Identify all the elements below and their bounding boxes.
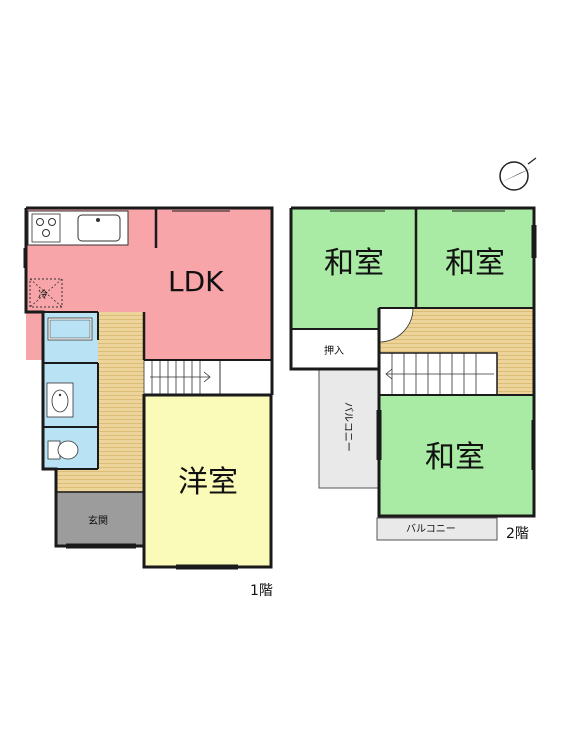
balcony-bottom-label: バルコニー (406, 523, 456, 535)
youshitsu-label: 洋室 (178, 465, 238, 500)
youshitsu-room (145, 395, 271, 567)
windows-1f (23, 206, 273, 570)
balcony-side-label: バルコニー (342, 402, 354, 452)
floor-2-label: 2階 (506, 526, 529, 542)
compass-icon (499, 157, 537, 191)
balcony-bottom (376, 517, 498, 541)
washitsu-left-label: 和室 (324, 246, 384, 281)
stove-icon (31, 213, 61, 243)
oshiire-label: 押入 (324, 344, 344, 357)
balcony-side (318, 368, 380, 489)
floor-2: 和室 和室 押入 和室 バル (289, 206, 537, 542)
staircase-1f (143, 359, 221, 395)
walls-2f (289, 206, 536, 518)
washitsu-right-label: 和室 (445, 246, 505, 281)
fridge-label: 冷 (38, 288, 48, 301)
toilet-icon (47, 440, 79, 460)
genkan (56, 492, 144, 545)
washitsu-right-room (416, 209, 534, 308)
windows-2f (330, 206, 537, 470)
washitsu-bottom-room (379, 395, 534, 516)
floor-1: 冷 LDK (23, 206, 274, 599)
oshiire (291, 329, 379, 369)
genkan-label: 玄関 (88, 514, 108, 527)
fridge-space: 冷 (29, 278, 63, 308)
washbasin-icon (46, 382, 74, 418)
walls-1f (24, 206, 274, 569)
ldk-label: LDK (168, 265, 224, 298)
floor-1-label: 1階 (250, 583, 273, 599)
kitchen-sink-icon (77, 214, 121, 242)
hallway-1f (98, 312, 144, 492)
washitsu-bottom-label: 和室 (425, 440, 485, 475)
staircase-2f (378, 352, 498, 396)
